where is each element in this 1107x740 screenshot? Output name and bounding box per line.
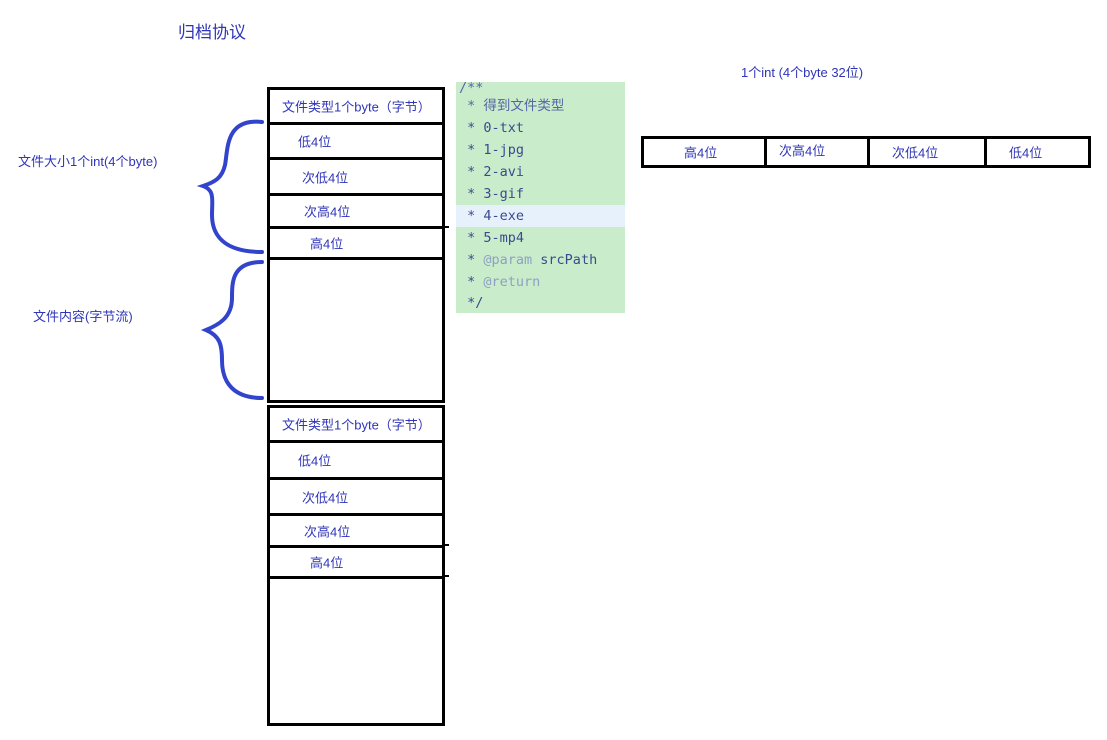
int-segment-low: 低4位 [1009,145,1043,161]
file-type-cell: 文件类型1个byte（字节） [270,408,442,443]
second-high-4-cell: 次高4位 [270,516,442,548]
file-type-cell: 文件类型1个byte（字节） [270,90,442,125]
code-line-highlighted: * 4-exe [456,205,625,227]
code-line: * 1-jpg [459,142,525,158]
int-diagram-title: 1个int (4个byte 32位) [741,65,864,80]
file-size-label: 文件大小1个int(4个byte) [18,154,158,169]
low-4-cell: 低4位 [270,443,442,480]
code-line: * 2-avi [459,164,525,180]
tick-mark [445,544,449,546]
diagram-title: 归档协议 [178,23,246,42]
code-comment-block: /** * 得到文件类型 * 0-txt * 1-jpg * 2-avi * 3… [456,80,625,313]
tick-mark [445,575,449,577]
high-4-cell: 高4位 [270,229,442,260]
code-line: * @return [459,274,541,290]
tick-mark [445,226,449,228]
second-low-4-cell: 次低4位 [270,160,442,196]
record-block-bottom: 文件类型1个byte（字节） 低4位 次低4位 次高4位 高4位 [267,405,445,726]
file-size-brace [196,119,264,254]
code-line: * 得到文件类型 [459,98,565,114]
code-line: * 0-txt [459,120,525,136]
javadoc-tag: @param [483,252,533,268]
second-high-4-cell: 次高4位 [270,196,442,229]
code-line: * 5-mp4 [459,230,525,246]
code-line: * @param srcPath [459,252,598,268]
int-segment-second-low: 次低4位 [870,139,987,165]
low-4-cell: 低4位 [270,125,442,160]
javadoc-tag: @return [483,274,541,290]
code-line: * 3-gif [459,186,525,202]
code-line: */ [459,295,484,311]
int-byte-strip: 高4位 次高4位 次低4位 低4位 [641,136,1091,168]
code-line: /** [459,80,484,96]
file-content-brace [200,260,264,400]
high-4-cell: 高4位 [270,548,442,579]
file-content-label: 文件内容(字节流) [33,309,133,324]
record-block-top: 文件类型1个byte（字节） 低4位 次低4位 次高4位 高4位 [267,87,445,403]
int-segment-high: 高4位 [644,139,767,165]
int-segment-second-high: 次高4位 [767,139,870,165]
second-low-4-cell: 次低4位 [270,480,442,516]
